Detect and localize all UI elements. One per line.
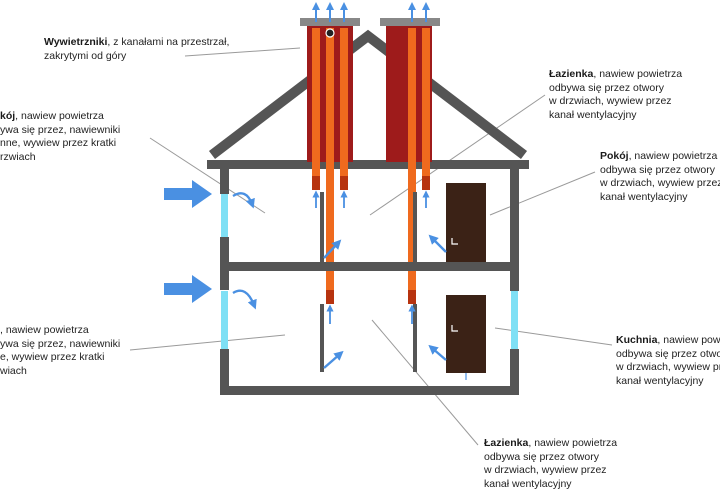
inner-wall-upper-left — [320, 192, 324, 262]
label-pokoj-left: kój, nawiew powietrza ywa się przez, naw… — [0, 110, 120, 164]
wall-left-lower — [220, 349, 229, 395]
label-line: w drzwiach, wywiew przez — [549, 95, 672, 107]
label-line: , nawiew powietrza — [15, 110, 104, 122]
curved-airflow-arrow-icon — [428, 344, 447, 361]
label-line: , nawiew powietrza — [657, 334, 720, 346]
intake-arrows — [164, 180, 212, 303]
label-line: , nawiew powietrza — [628, 150, 718, 162]
label-line: wiach — [0, 364, 27, 377]
label-title: Wywietrzniki — [44, 36, 108, 48]
label-line: w drzwiach, wywiew przez — [616, 361, 720, 373]
label-line: w drzwiach, wywiew przez — [600, 177, 720, 189]
curved-airflow-arrow-icon — [323, 350, 344, 369]
label-line: odbywa się przez otwory — [484, 450, 599, 463]
label-line: kanał wentylacyjny — [616, 374, 704, 387]
leader-line-lazienka-bottom — [371, 319, 479, 446]
window-icon — [511, 291, 518, 349]
wall-left-upper — [220, 169, 229, 194]
inner-wall-lower-left — [320, 304, 324, 372]
leader-line-ground-left — [129, 334, 286, 351]
inner-wall-lower-right — [413, 304, 417, 372]
duct-bottom — [408, 290, 416, 304]
label-lazienka-bottom: Łazienka, nawiew powietrza odbywa się pr… — [484, 437, 617, 491]
label-line: odbywa się przez otwory — [600, 163, 715, 176]
label-pokoj-right: Pokój, nawiew powietrza odbywa się przez… — [600, 150, 720, 204]
label-line: , z kanałami na przestrzał, — [107, 36, 230, 48]
chimney-right-cap — [380, 18, 440, 26]
middle-floor — [220, 262, 519, 271]
house-walls — [220, 169, 519, 395]
label-lazienka-top: Łazienka, nawiew powietrza odbywa się pr… — [549, 68, 682, 122]
window-icon — [221, 194, 228, 237]
label-line: kanał wentylacyjny — [549, 108, 637, 121]
wall-right-lower — [510, 349, 519, 395]
cowl-icon — [325, 28, 335, 38]
door-icon — [446, 183, 486, 262]
duct-bottom — [340, 176, 348, 190]
label-wywietrzniki: Wywietrzniki, z kanałami na przestrzał, … — [44, 36, 229, 63]
label-line: zakrytymi od góry — [44, 49, 127, 62]
ground-floor — [220, 386, 519, 395]
label-line: odbywa się przez otwory — [549, 81, 664, 94]
leader-lines — [129, 47, 613, 446]
duct — [340, 28, 348, 190]
curved-airflow-arrow-icon — [323, 239, 342, 259]
label-kuchnia: Kuchnia, nawiew powietrza odbywa się prz… — [616, 334, 720, 388]
label-line: , nawiew powietrza — [528, 437, 618, 449]
ducts-left-chimney — [312, 28, 348, 304]
doors — [446, 183, 486, 380]
label-line: nne, wywiew przez kratki — [0, 137, 117, 149]
duct — [422, 28, 430, 190]
duct — [408, 28, 416, 290]
ducts-right-chimney — [408, 28, 430, 304]
label-ground-left: , nawiew powietrza ywa się przez, nawiew… — [0, 324, 120, 378]
label-line: , nawiew powietrza — [0, 324, 89, 336]
label-line: ywa się przez, nawiewniki — [0, 337, 121, 350]
duct — [326, 28, 334, 290]
windows — [221, 194, 518, 349]
leader-line-pokoj-right — [489, 171, 596, 216]
duct-inlet-arrows — [312, 190, 430, 324]
airflow-arrow-icon — [164, 275, 212, 303]
duct-bottom — [312, 176, 320, 190]
leader-line-lazienka-top — [369, 94, 546, 216]
duct — [312, 28, 320, 190]
label-line: kanał wentylacyjny — [600, 190, 688, 203]
window-icon — [221, 291, 228, 349]
curved-arrows — [232, 192, 447, 369]
roof — [208, 29, 528, 159]
wall-right-upper — [510, 169, 519, 291]
leader-line-wywietrzniki — [184, 47, 301, 57]
airflow-arrow-icon — [164, 180, 212, 208]
label-line: kanał wentylacyjny — [484, 477, 572, 490]
exhaust-arrows — [312, 2, 430, 22]
label-line: odbywa się przez otwory — [616, 347, 720, 360]
label-title: kój — [0, 110, 16, 122]
door-handle — [451, 325, 458, 332]
leader-line-pokoj-left — [149, 137, 266, 214]
door-icon — [446, 295, 486, 373]
label-line: e, wywiew przez kratki — [0, 351, 105, 363]
duct-bottom — [326, 290, 334, 304]
inner-wall-upper-right — [413, 192, 417, 262]
label-line: ywa się przez, nawiewniki — [0, 123, 121, 136]
curved-airflow-arrow-icon — [428, 234, 447, 253]
curved-airflow-arrow-icon — [232, 192, 255, 209]
label-title: Kuchnia — [616, 334, 658, 346]
door-handle — [451, 238, 458, 245]
label-title: Łazienka — [484, 437, 529, 449]
label-title: Pokój — [600, 150, 629, 162]
attic-floor — [207, 160, 529, 169]
label-line: rzwiach — [0, 150, 36, 163]
duct-bottom — [422, 176, 430, 190]
curved-airflow-arrow-icon — [232, 289, 257, 310]
label-line: , nawiew powietrza — [593, 68, 683, 80]
label-line: w drzwiach, wywiew przez — [484, 464, 607, 476]
label-title: Łazienka — [549, 68, 594, 80]
